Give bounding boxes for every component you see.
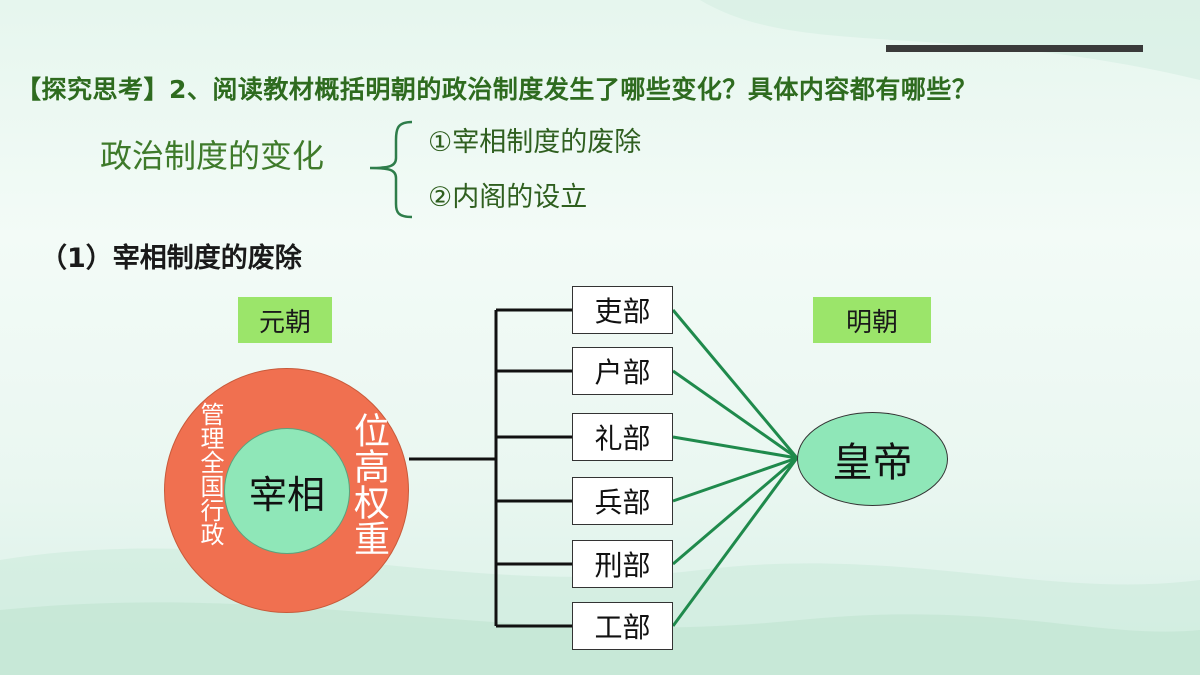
ministry-war: 兵部 xyxy=(572,477,673,525)
emperor-link xyxy=(671,309,799,459)
emperor-link xyxy=(672,456,798,503)
ministry-works: 工部 xyxy=(572,602,673,650)
emperor-link xyxy=(672,456,798,566)
question-title: 【探究思考】2、阅读教材概括明朝的政治制度发生了哪些变化？具体内容都有哪些？ xyxy=(16,75,978,104)
emperor-link xyxy=(672,369,798,460)
emperor-link xyxy=(672,435,798,460)
ministry-personnel: 吏部 xyxy=(572,286,673,334)
section-heading: （1）宰相制度的废除 xyxy=(40,243,302,274)
chancellor-status-text: 位高权重 xyxy=(348,412,389,556)
era-label-ming: 明朝 xyxy=(813,297,931,343)
ministry-justice: 刑部 xyxy=(572,540,673,588)
era-label-yuan: 元朝 xyxy=(238,297,332,343)
ministry-rites: 礼部 xyxy=(572,413,673,461)
change-item-abolish-chancellor: ①宰相制度的废除 xyxy=(428,127,642,158)
emperor-node: 皇帝 xyxy=(797,412,948,506)
ministry-revenue: 户部 xyxy=(572,347,673,395)
change-label: 政治制度的变化 xyxy=(100,137,325,175)
chancellor-node: 宰相 xyxy=(224,428,350,554)
emperor-link xyxy=(671,457,799,627)
chancellor-duty-text: 管理全国行政 xyxy=(196,402,224,546)
top-decorative-bar xyxy=(886,45,1143,52)
curly-brace xyxy=(369,120,413,219)
change-item-cabinet-established: ②内阁的设立 xyxy=(428,182,588,213)
